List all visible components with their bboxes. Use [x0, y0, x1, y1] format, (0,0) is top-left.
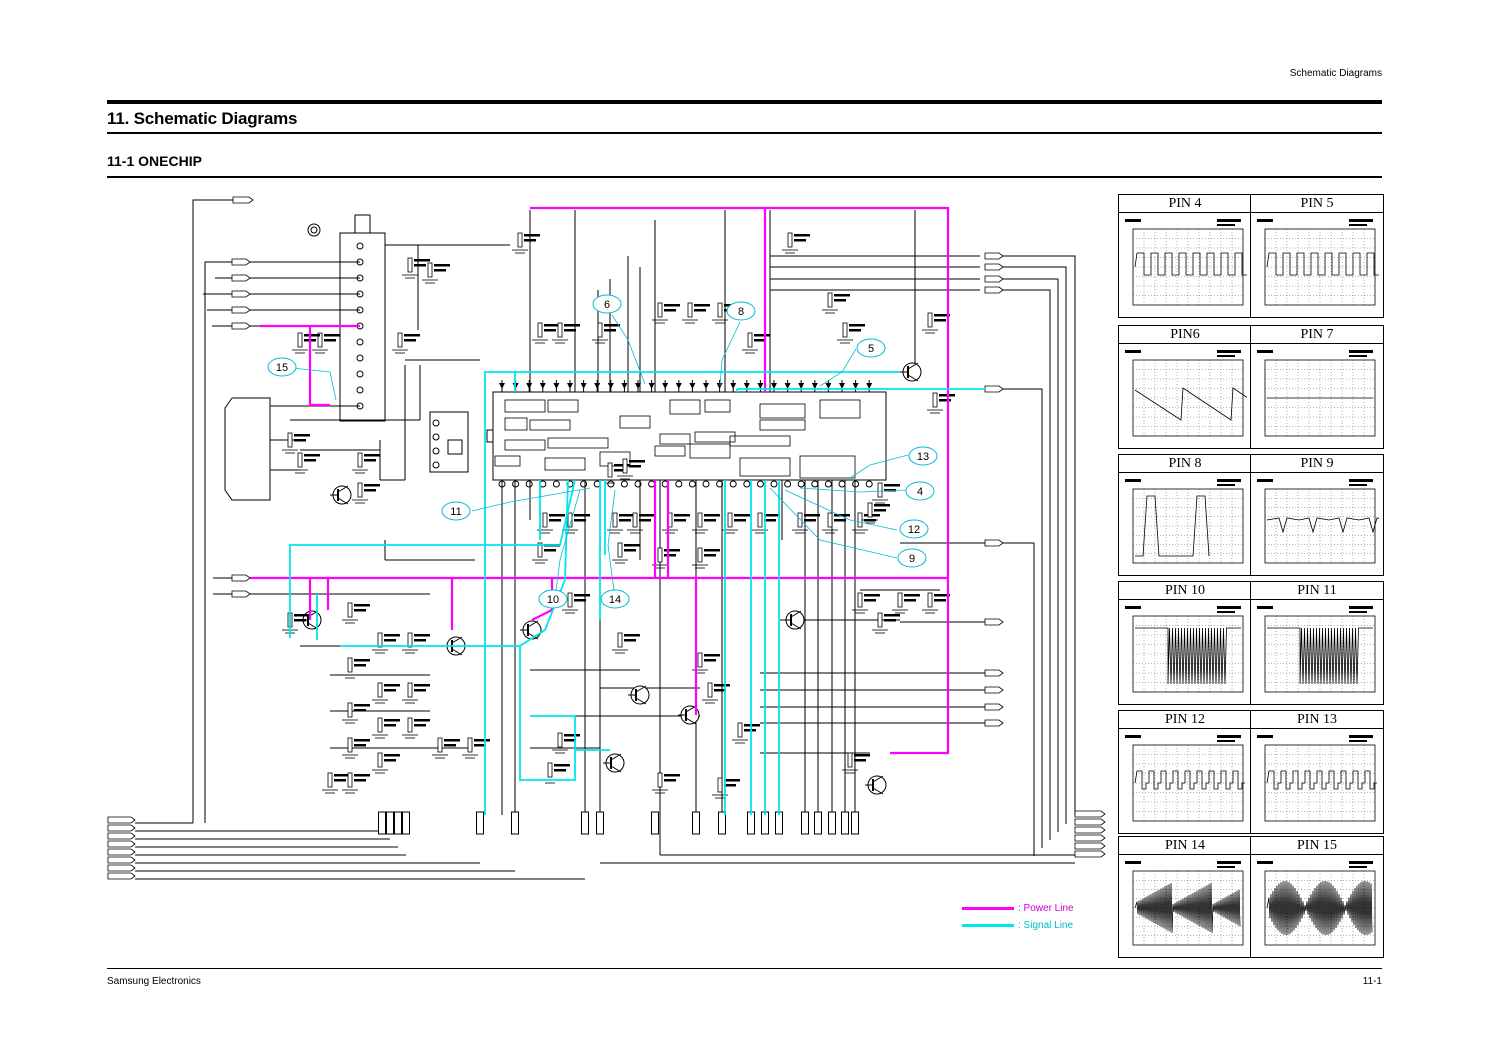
waveform-label: PIN 11 [1251, 582, 1383, 600]
section-subtitle: 11-1 ONECHIP [107, 153, 202, 169]
signal-line-label: : Signal Line [1018, 920, 1074, 931]
callout-14: 14 [600, 589, 630, 609]
scope-trace [1125, 350, 1247, 437]
svg-text:5: 5 [868, 343, 874, 355]
power-line-swatch [962, 906, 1014, 910]
waveform-pin14: PIN 14 [1118, 836, 1252, 958]
waveform-pin12: PIN 12 [1118, 710, 1252, 834]
callout-8: 8 [726, 301, 756, 321]
waveform-label: PIN6 [1119, 326, 1251, 344]
waveform-pin11: PIN 11 [1250, 581, 1384, 705]
svg-text:6: 6 [604, 299, 610, 311]
scope-trace [1125, 219, 1247, 306]
svg-text:12: 12 [908, 524, 920, 536]
waveform-pin9: PIN 9 [1250, 454, 1384, 576]
waveform-pin10: PIN 10 [1118, 581, 1252, 705]
waveform-label: PIN 9 [1251, 455, 1383, 473]
scope-trace [1125, 479, 1244, 564]
scope-trace [1125, 606, 1244, 693]
callout-5: 5 [856, 338, 886, 358]
svg-text:15: 15 [276, 362, 288, 374]
waveform-label: PIN 12 [1119, 711, 1251, 729]
waveform-pin4: PIN 4 [1118, 194, 1252, 318]
footer-page-number: 11-1 [1362, 976, 1382, 987]
callout-13: 13 [908, 446, 938, 466]
callout-4: 4 [905, 481, 935, 501]
svg-text:9: 9 [909, 553, 915, 565]
svg-text:14: 14 [609, 594, 621, 606]
svg-text:13: 13 [917, 451, 929, 463]
waveform-label: PIN 10 [1119, 582, 1251, 600]
scope-trace [1257, 479, 1379, 564]
waveform-label: PIN 4 [1119, 195, 1251, 213]
waveform-label: PIN 7 [1251, 326, 1383, 344]
callout-12: 12 [899, 519, 929, 539]
legend-signal: : Signal Line [962, 920, 1073, 931]
svg-text:10: 10 [547, 594, 559, 606]
waveform-label: PIN 5 [1251, 195, 1383, 213]
svg-text:11: 11 [450, 506, 461, 518]
running-header: Schematic Diagrams [1289, 68, 1382, 79]
title-rule [107, 132, 1382, 134]
waveform-pin5: PIN 5 [1250, 194, 1384, 318]
waveform-label: PIN 14 [1119, 837, 1251, 855]
waveform-pin7: PIN 7 [1250, 325, 1384, 449]
waveform-label: PIN 8 [1119, 455, 1251, 473]
waveform-pin13: PIN 13 [1250, 710, 1384, 834]
callout-15: 15 [267, 357, 297, 377]
scope-trace [1257, 219, 1379, 306]
signal-line-swatch [962, 923, 1014, 927]
svg-text:8: 8 [738, 306, 744, 318]
waveform-label: PIN 15 [1251, 837, 1383, 855]
subtitle-rule [107, 176, 1382, 178]
power-line-label: : Power Line [1018, 903, 1074, 914]
scope-trace [1257, 861, 1376, 946]
footer-company: Samsung Electronics [107, 976, 201, 987]
callout-10: 10 [538, 589, 568, 609]
header-rule [107, 100, 1382, 104]
callout-6: 6 [592, 294, 622, 314]
scope-trace [1257, 735, 1377, 822]
scope-trace [1257, 350, 1376, 437]
callout-11: 11 [441, 501, 471, 521]
callout-9: 9 [897, 548, 927, 568]
scope-trace [1125, 861, 1244, 946]
footer-rule [107, 968, 1382, 969]
scope-trace [1125, 735, 1245, 822]
waveform-label: PIN 13 [1251, 711, 1383, 729]
svg-text:4: 4 [917, 486, 923, 498]
scope-trace [1257, 606, 1376, 693]
waveform-pin6: PIN6 [1118, 325, 1252, 449]
waveform-pin8: PIN 8 [1118, 454, 1252, 576]
page-title: 11. Schematic Diagrams [107, 109, 298, 128]
waveform-pin15: PIN 15 [1250, 836, 1384, 958]
legend-power: : Power Line [962, 903, 1074, 914]
